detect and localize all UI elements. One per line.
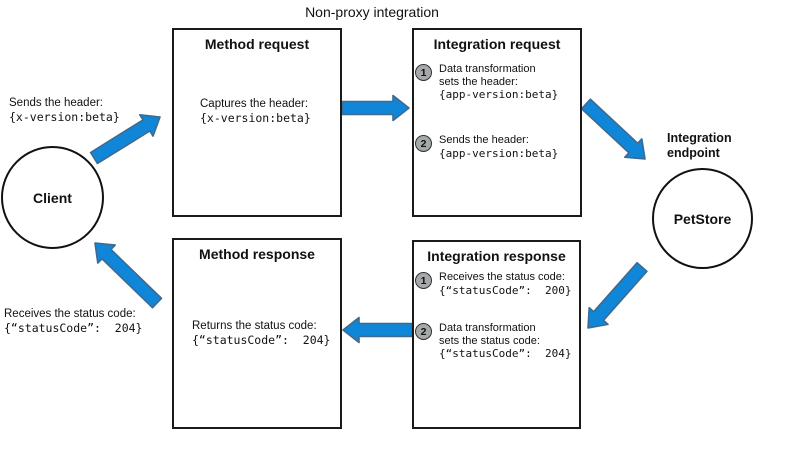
step-code: {“statusCode”: 204} xyxy=(439,347,572,360)
integration-request-step-2: 2 Sends the header: {app-version:beta} xyxy=(415,134,558,161)
step-line: Data transformation xyxy=(439,322,536,334)
note-text: Receives the status code: xyxy=(4,308,136,320)
integration-request-title: Integration request xyxy=(433,36,561,52)
step-number-badge: 2 xyxy=(415,323,432,340)
integration-response-step-2: 2 Data transformation sets the status co… xyxy=(415,322,571,361)
step-text: Receives the status code: {“statusCode”:… xyxy=(439,271,571,298)
arrow-endpoint-to-integration-response xyxy=(587,261,648,329)
diagram-title: Non-proxy integration xyxy=(305,4,439,20)
client-sends-header-note: Sends the header: {x-version:beta} xyxy=(9,97,120,125)
note-code: {x-version:beta} xyxy=(9,110,120,124)
method-response-box: Method response Returns the status code:… xyxy=(172,238,342,429)
integration-response-title: Integration response xyxy=(427,248,566,264)
client-receives-status-note: Receives the status code: {“statusCode”:… xyxy=(4,308,142,336)
method-request-body: Captures the header: {x-version:beta} xyxy=(200,98,311,126)
method-response-title: Method response xyxy=(199,246,315,262)
step-line: Receives the status code: xyxy=(439,271,565,283)
arrow-integration-response-to-method-response xyxy=(342,316,413,344)
client-node-label: Client xyxy=(33,189,72,206)
step-line: sets the status code: xyxy=(439,334,540,347)
step-text: Data transformation sets the header: {ap… xyxy=(439,63,558,102)
body-text: Returns the status code: xyxy=(192,320,317,332)
method-response-body: Returns the status code: {“statusCode”: … xyxy=(192,320,330,348)
step-code: {“statusCode”: 200} xyxy=(439,283,572,297)
petstore-node-label: PetStore xyxy=(673,210,732,227)
body-text: Captures the header: xyxy=(200,98,309,110)
integration-request-box: Integration request 1 Data transformatio… xyxy=(412,28,582,217)
step-code: {app-version:beta} xyxy=(439,146,559,160)
client-node: Client xyxy=(1,146,104,249)
arrow-integration-request-to-endpoint xyxy=(580,98,646,160)
body-code: {x-version:beta} xyxy=(200,111,311,125)
petstore-node: PetStore xyxy=(652,168,753,269)
integration-response-step-1: 1 Receives the status code: {“statusCode… xyxy=(415,271,571,298)
method-request-title: Method request xyxy=(204,36,310,52)
arrow-client-to-method-request xyxy=(89,114,161,165)
step-text: Sends the header: {app-version:beta} xyxy=(439,134,558,161)
step-code: {app-version:beta} xyxy=(439,88,559,101)
step-line: Data transformation xyxy=(439,63,536,75)
arrow-method-response-to-client xyxy=(94,242,163,309)
step-text: Data transformation sets the status code… xyxy=(439,322,571,361)
step-line: sets the header: xyxy=(439,75,518,88)
integration-endpoint-label: Integration endpoint xyxy=(667,131,732,160)
arrow-method-request-to-integration-request xyxy=(341,94,410,122)
note-text: Sends the header: xyxy=(9,97,103,109)
step-number-badge: 2 xyxy=(415,135,432,152)
integration-response-box: Integration response 1 Receives the stat… xyxy=(412,240,581,429)
note-code: {“statusCode”: 204} xyxy=(4,321,143,335)
method-request-box: Method request Captures the header: {x-v… xyxy=(172,28,342,217)
body-code: {“statusCode”: 204} xyxy=(192,333,331,347)
integration-request-step-1: 1 Data transformation sets the header: {… xyxy=(415,63,558,102)
step-number-badge: 1 xyxy=(415,64,432,81)
step-number-badge: 1 xyxy=(415,272,432,289)
step-line: Sends the header: xyxy=(439,134,529,146)
